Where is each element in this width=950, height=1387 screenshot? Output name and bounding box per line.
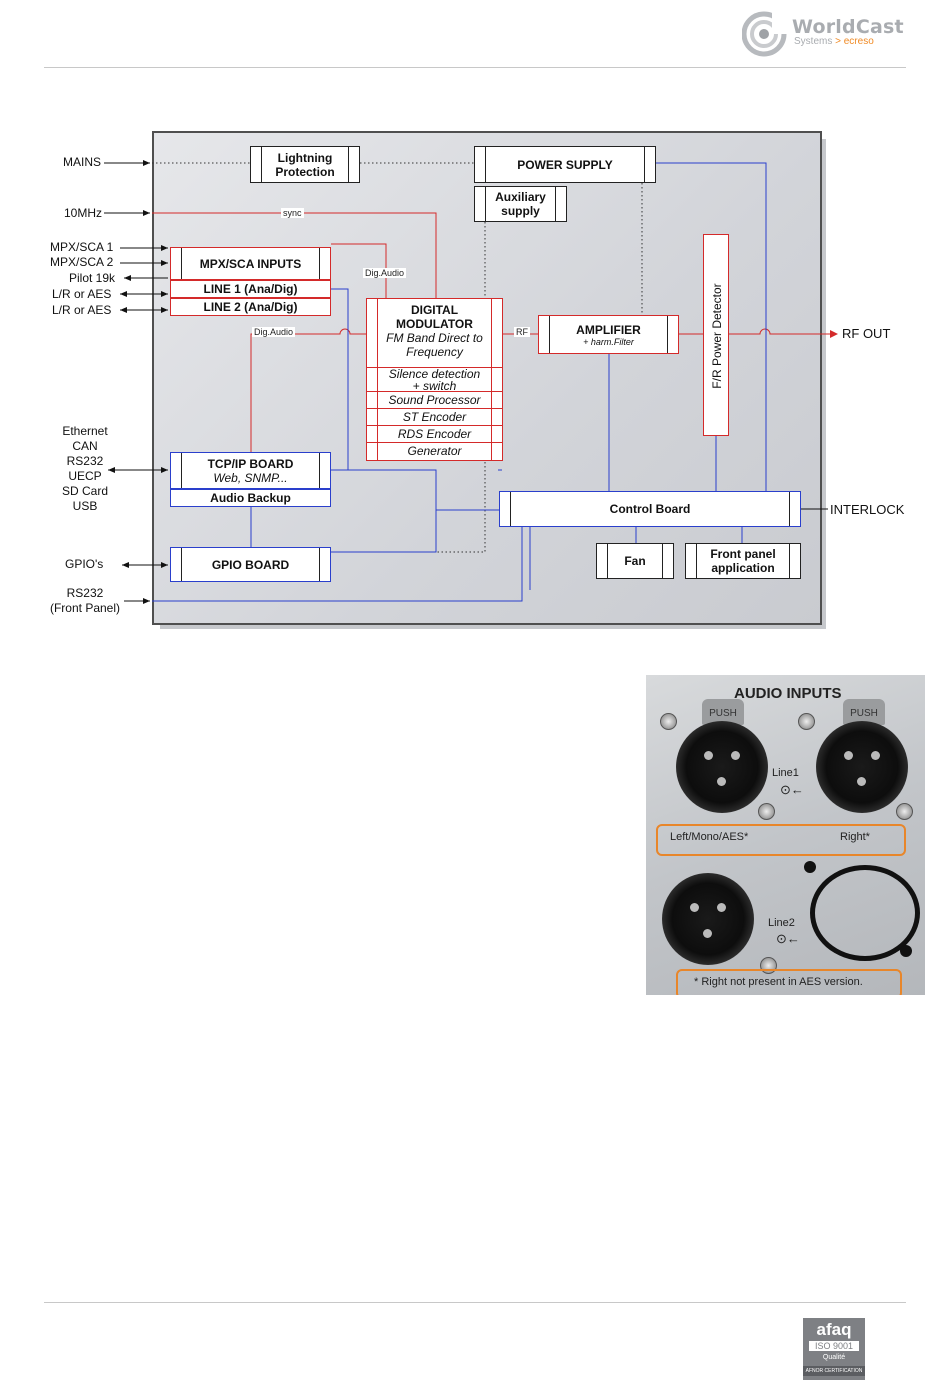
mount-hole-icon xyxy=(900,945,912,957)
label-mains: MAINS xyxy=(63,155,102,169)
line2-label: Line2 xyxy=(768,917,795,929)
left-mono-aes-label: Left/Mono/AES* xyxy=(670,831,749,843)
gpio-board-block: GPIO BOARD xyxy=(170,547,331,582)
aes-footnote: * Right not present in AES version. xyxy=(694,976,863,988)
generator-block: Generator xyxy=(367,442,502,461)
header-divider xyxy=(44,67,906,68)
diagram-wires xyxy=(104,160,838,604)
label-lr2: L/R or AES xyxy=(52,303,112,317)
amplifier-block: AMPLIFIER + harm.Filter xyxy=(538,315,679,354)
screw-icon xyxy=(660,713,677,730)
right-label: Right* xyxy=(840,831,870,843)
line1-label: Line1 xyxy=(772,767,799,779)
empty-connector-cutout-icon xyxy=(810,865,920,961)
label-rs232-front: RS232 (Front Panel) xyxy=(49,586,121,615)
logo-swirl-icon xyxy=(742,10,790,57)
label-mpx1: MPX/SCA 1 xyxy=(50,240,114,254)
silence-detection-block: Silence detection+ switch xyxy=(367,367,502,392)
line2-jack-icon: ⊙← xyxy=(776,931,800,946)
logo xyxy=(742,8,902,58)
push-tab-2: PUSH xyxy=(843,699,885,725)
afaq-iso-logo: afaq ISO 9001 Qualité AFNOR CERTIFICATIO… xyxy=(803,1318,865,1380)
power-supply-block: POWER SUPPLY xyxy=(474,146,656,183)
control-board-block: Control Board xyxy=(499,491,801,527)
line1-block: LINE 1 (Ana/Dig) xyxy=(170,280,331,298)
tag-rf: RF xyxy=(514,327,530,337)
orange-highlight-labels xyxy=(656,824,906,856)
xlr-connector-right-icon xyxy=(816,721,908,813)
photo-title: AUDIO INPUTS xyxy=(734,685,842,702)
audio-backup-block: Audio Backup xyxy=(170,489,331,507)
xlr-connector-bottom-icon xyxy=(662,873,754,965)
push-tab-1: PUSH xyxy=(702,699,744,725)
logo-title: WorldCast xyxy=(792,16,904,38)
screw-icon xyxy=(896,803,913,820)
tag-sync: sync xyxy=(281,208,304,218)
screw-icon xyxy=(758,803,775,820)
label-gpio: GPIO's xyxy=(65,557,104,571)
digital-modulator-block: DIGITAL MODULATOR FM Band Direct to Freq… xyxy=(366,298,503,461)
rds-encoder-block: RDS Encoder xyxy=(367,425,502,443)
line1-jack-icon: ⊙← xyxy=(780,782,804,797)
label-interlock: INTERLOCK xyxy=(830,502,905,517)
mpx-inputs-block: MPX/SCA INPUTS xyxy=(170,247,331,280)
label-pilot: Pilot 19k xyxy=(69,271,116,285)
label-lr1: L/R or AES xyxy=(52,287,112,301)
tag-dig-audio-2: Dig.Audio xyxy=(252,327,296,337)
fan-block: Fan xyxy=(596,543,674,579)
footer-divider xyxy=(44,1302,906,1303)
audio-inputs-photo: AUDIO INPUTS PUSH PUSH Line1 ⊙← Left/Mon… xyxy=(646,675,925,995)
st-encoder-block: ST Encoder xyxy=(367,408,502,426)
screw-icon xyxy=(798,713,815,730)
label-10mhz: 10MHz xyxy=(64,206,103,220)
label-rf-out: RF OUT xyxy=(842,326,891,341)
logo-subtitle: Systems > ecreso xyxy=(794,36,874,47)
xlr-connector-left-icon xyxy=(676,721,768,813)
fr-power-detector-block: F/R Power Detector xyxy=(703,234,729,436)
label-network-interfaces: Ethernet CAN RS232 UECP SD Card USB xyxy=(61,424,108,513)
label-mpx2: MPX/SCA 2 xyxy=(50,255,114,269)
orange-highlight-footnote xyxy=(676,969,902,995)
sound-processor-block: Sound Processor xyxy=(367,391,502,409)
line2-block: LINE 2 (Ana/Dig) xyxy=(170,298,331,316)
mount-hole-icon xyxy=(804,861,816,873)
tag-dig-audio-1: Dig.Audio xyxy=(363,268,407,278)
